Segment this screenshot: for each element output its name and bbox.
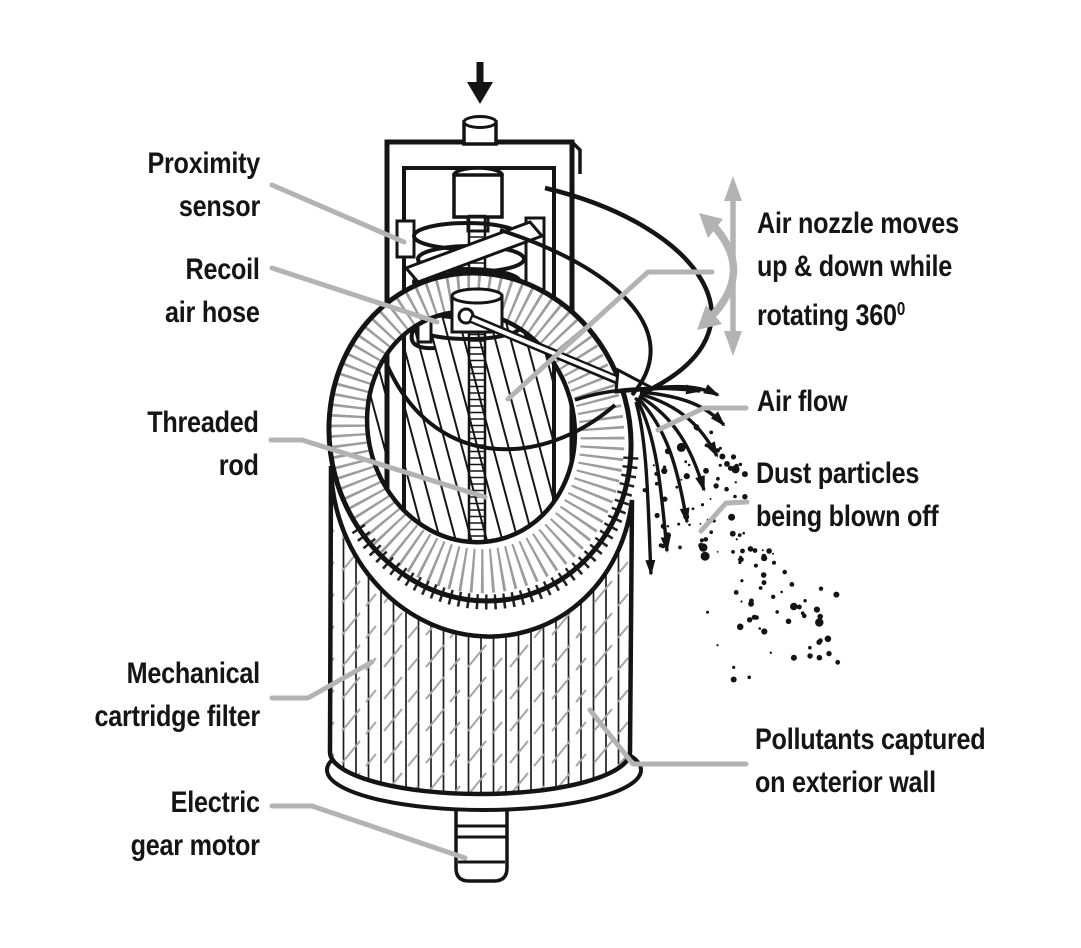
label-air-flow: Air flow <box>757 380 848 423</box>
label-line: Pollutants captured <box>755 723 986 756</box>
label-line: air hose <box>165 296 260 329</box>
air-inlet-arrow-icon <box>467 62 493 104</box>
label-line: up & down while <box>757 250 953 283</box>
label-line: Dust particles <box>756 457 920 490</box>
label-line: Air flow <box>757 385 848 418</box>
air-swirl-arcs <box>383 185 714 452</box>
label-line: on exterior wall <box>755 766 936 799</box>
label-dust-particles: Dust particles being blown off <box>756 452 939 538</box>
label-electric-gear-motor: Electric gear motor <box>131 781 260 867</box>
label-proximity-sensor: Proximity sensor <box>147 142 260 228</box>
label-line: being blown off <box>756 500 939 533</box>
label-line: gear motor <box>130 829 260 862</box>
label-line: Air nozzle moves <box>757 207 959 240</box>
label-pollutants-captured: Pollutants captured on exterior wall <box>755 718 986 804</box>
degree-superscript: 0 <box>896 299 906 319</box>
motion-icon <box>697 176 742 356</box>
label-line: Mechanical <box>126 657 261 690</box>
label-line: sensor <box>178 190 260 223</box>
air-inlet-port <box>462 115 498 146</box>
label-line-text: rotating 360 <box>757 299 897 332</box>
gear-motor-shape <box>454 798 509 883</box>
label-mechanical-cartridge-filter: Mechanical cartridge filter <box>94 652 261 738</box>
label-threaded-rod: Threaded rod <box>147 401 260 487</box>
air-flow-arrows <box>574 384 726 576</box>
label-line: Proximity <box>147 147 260 180</box>
label-line: Threaded <box>147 406 260 439</box>
label-line: rod <box>219 449 259 482</box>
label-line: Recoil <box>185 253 260 286</box>
label-line: rotating 3600 <box>757 288 959 337</box>
label-recoil-air-hose: Recoil air hose <box>165 248 260 334</box>
label-line: Electric <box>170 786 260 819</box>
leader-lines <box>268 182 750 861</box>
label-line: cartridge filter <box>94 700 261 733</box>
label-air-nozzle-motion: Air nozzle moves up & down while rotatin… <box>757 202 959 337</box>
dust-cloud <box>634 397 841 683</box>
